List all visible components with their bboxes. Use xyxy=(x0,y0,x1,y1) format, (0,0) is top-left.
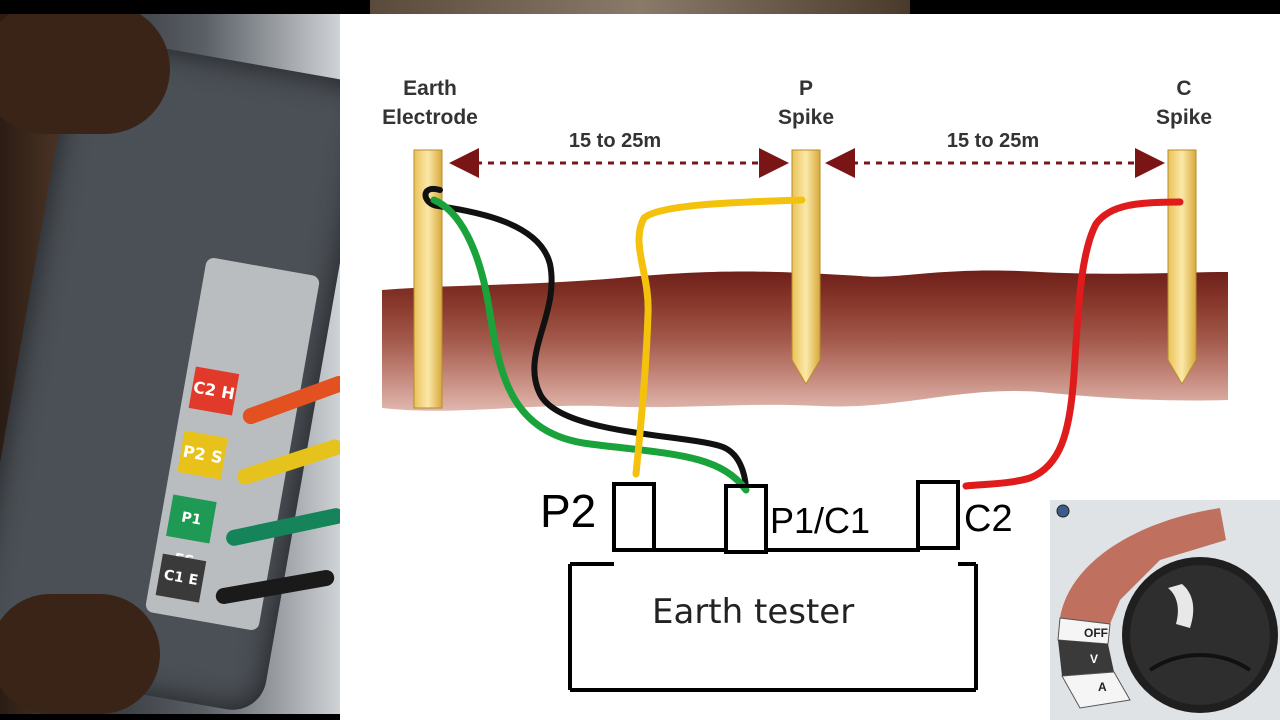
terminal-p1c1-label: P1/C1 xyxy=(770,500,871,541)
p-spike-label: P Spike xyxy=(777,77,835,129)
tester-title: Earth tester xyxy=(652,592,855,632)
socket-tag-c1: C1 E xyxy=(155,553,207,603)
yellow-wire xyxy=(632,196,806,478)
distance-label-1: 15 to 25m xyxy=(568,130,662,152)
socket-tag-p2: P2 S xyxy=(177,430,228,480)
dial-label-a: A xyxy=(1098,680,1107,694)
terminal-p2-socket xyxy=(612,482,656,552)
terminal-p1c1-socket xyxy=(724,484,768,554)
distance-label-2: 15 to 25m xyxy=(946,130,1040,152)
socket-tag-c2: C2 H xyxy=(188,366,240,416)
c-spike-stake xyxy=(1167,149,1197,385)
diagram-canvas xyxy=(382,148,1228,692)
red-wire xyxy=(962,198,1184,490)
earth-tester-box xyxy=(568,548,978,692)
terminal-p2-label: P2 xyxy=(540,485,597,537)
dial-label-off: OFF xyxy=(1084,626,1108,640)
terminal-c2-label: C2 xyxy=(964,498,1013,540)
meter-photo: C2 H P2 S P1 ES C1 E xyxy=(0,14,340,714)
top-photo-strip xyxy=(370,0,910,14)
hand-top xyxy=(0,14,170,134)
terminal-c2-socket xyxy=(916,480,960,550)
hand-thumb xyxy=(0,594,160,714)
dial-canvas xyxy=(1056,504,1278,713)
range-dial-photo: OFF V A xyxy=(1050,500,1280,720)
dial-label-v: V xyxy=(1090,652,1099,666)
c-spike-label: C Spike xyxy=(1155,77,1213,129)
earth-electrode-label: Earth Electrode xyxy=(382,77,478,129)
green-wire xyxy=(430,196,750,494)
earth-test-diagram: Earth Electrode P Spike C Spike 15 to 25… xyxy=(340,14,1280,720)
p-spike-stake xyxy=(791,149,821,385)
socket-tag-p1: P1 ES xyxy=(166,494,217,570)
